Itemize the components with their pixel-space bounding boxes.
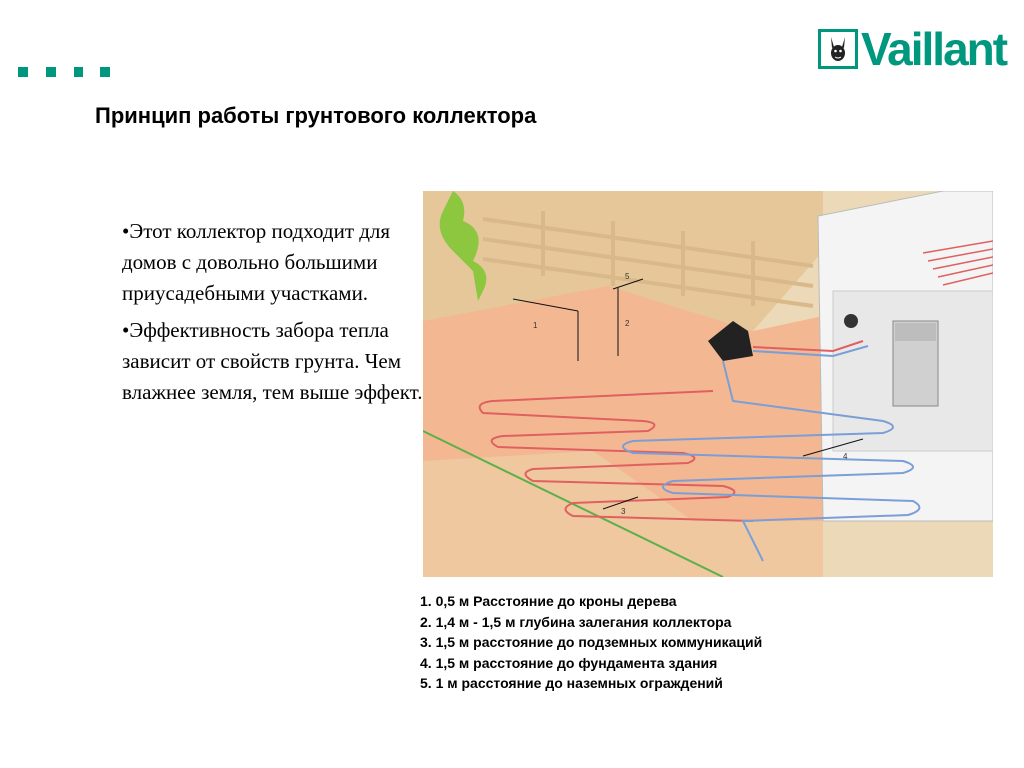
page-title: Принцип работы грунтового коллектора <box>95 103 537 128</box>
collector-diagram-svg: 1 2 3 4 5 <box>423 191 993 577</box>
legend-item: 3. 1,5 м расстояние до подземных коммуни… <box>420 634 763 650</box>
measurements <box>512 278 864 510</box>
square-1 <box>18 67 28 77</box>
fence <box>482 211 814 308</box>
collector-loops-red <box>478 390 754 522</box>
collector-loops-blue <box>622 360 921 562</box>
bullet-item: •Эффективность забора тепла зависит от с… <box>122 318 423 404</box>
ground-collector-illustration: 1 2 3 4 5 <box>423 191 993 577</box>
callout-2: 2 <box>625 319 630 328</box>
soil-front <box>423 451 823 577</box>
callout-4: 4 <box>843 452 848 461</box>
legend-item: 5. 1 м расстояние до наземных ограждений <box>420 675 723 691</box>
legend-item: 1. 0,5 м Расстояние до кроны дерева <box>420 593 677 609</box>
legend-item: 4. 1,5 м расстояние до фундамента здания <box>420 654 718 671</box>
hare-icon <box>818 29 858 69</box>
callout-1: 1 <box>533 321 538 330</box>
logo-text: Vaillant <box>861 23 1008 75</box>
collector-manifold <box>708 321 753 361</box>
bullet-item: •Этот коллектор подходит для домов с дов… <box>122 219 391 305</box>
legend-item: 2. 1,4 м - 1,5 м глубина залегания колле… <box>420 613 732 630</box>
square-4 <box>100 67 110 77</box>
bullet-list: •Этот коллектор подходит для домов с дов… <box>122 216 432 414</box>
tree <box>439 191 487 301</box>
square-2 <box>46 67 56 77</box>
callout-3: 3 <box>621 507 626 516</box>
callout-labels: 1 2 3 4 5 <box>533 272 848 516</box>
legend: 1. 0,5 м Расстояние до кроны дерева 2. 1… <box>420 591 762 694</box>
vaillant-logo: Vaillant <box>818 23 1008 75</box>
house <box>817 191 993 522</box>
square-3 <box>74 67 83 77</box>
callout-5: 5 <box>625 272 630 281</box>
